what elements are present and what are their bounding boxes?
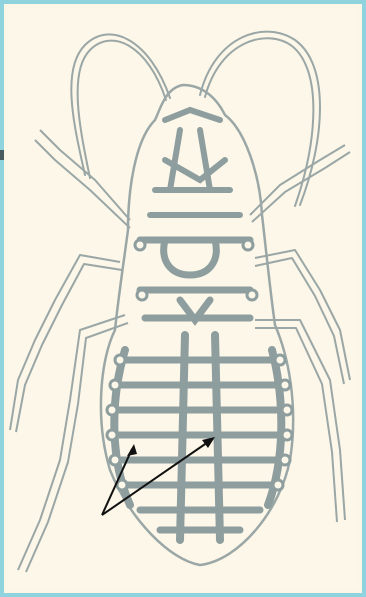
transverse-tracheae — [115, 360, 283, 530]
arrowhead-left — [127, 444, 137, 456]
head-tracheae — [150, 110, 240, 215]
arrowhead-right — [202, 437, 215, 448]
thoracic-tracheae — [140, 240, 250, 320]
body-outline — [101, 85, 293, 565]
